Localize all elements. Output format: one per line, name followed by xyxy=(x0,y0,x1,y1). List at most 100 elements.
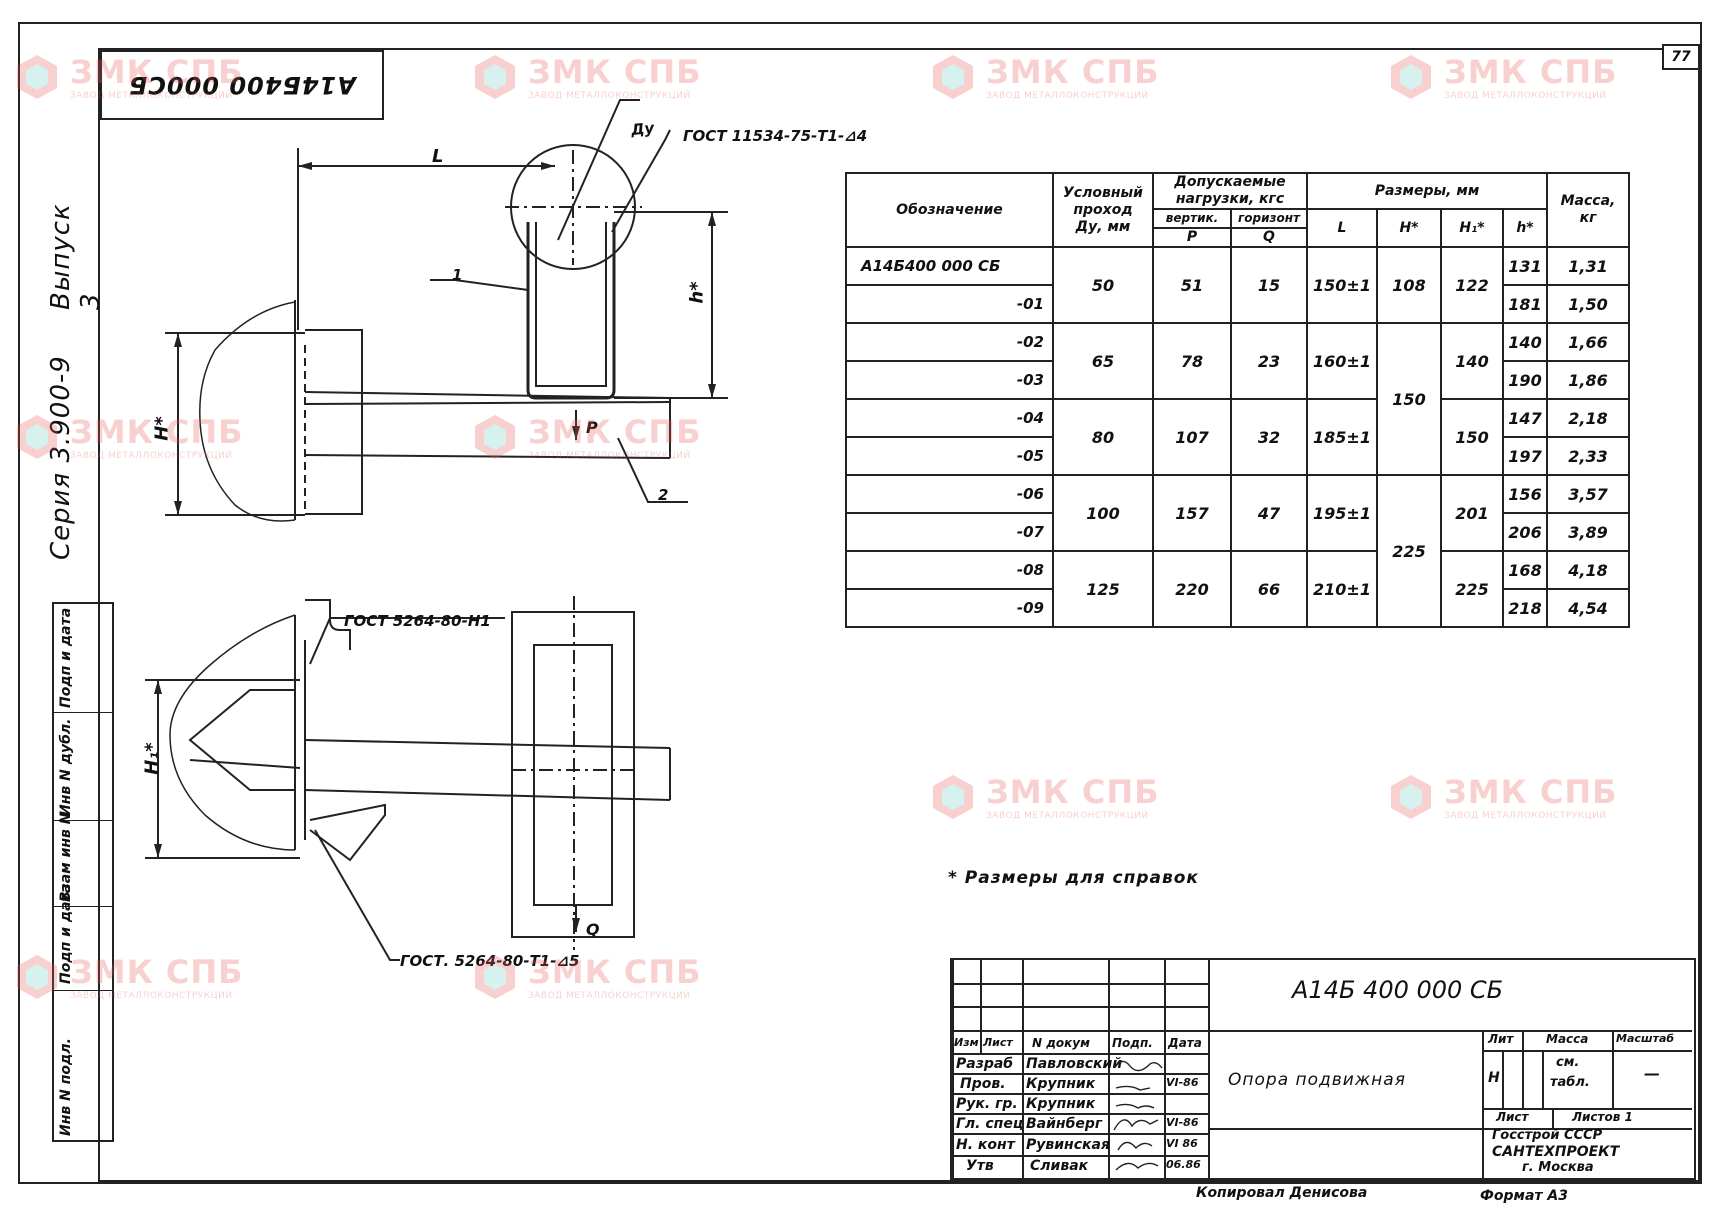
tb-name: Крупник xyxy=(1026,1076,1096,1092)
cell-du: 65 xyxy=(1052,322,1154,400)
tb-name: Крупник xyxy=(1026,1096,1096,1112)
cell-mass: 1,66 xyxy=(1546,322,1630,362)
callout-du: Ду xyxy=(630,118,656,140)
table-row-designation: -02 xyxy=(845,322,1054,362)
cell-mass: 3,57 xyxy=(1546,474,1630,514)
cell-q: 66 xyxy=(1230,550,1308,628)
tb-role: Разраб xyxy=(956,1056,1014,1072)
tb-sheet: Лист xyxy=(1496,1110,1529,1124)
cell-p: 220 xyxy=(1152,550,1232,628)
callout-gost-top: ГОСТ 11534-75-Т1-⊿4 xyxy=(683,127,868,145)
th-designation: Обозначение xyxy=(845,172,1054,248)
cell-h: 197 xyxy=(1502,436,1548,476)
tb-name: Сливак xyxy=(1030,1158,1089,1174)
cell-du: 125 xyxy=(1052,550,1154,628)
cell-mass: 2,18 xyxy=(1546,398,1630,438)
tb-lit: Лит xyxy=(1488,1032,1514,1046)
callout-Q: Q xyxy=(586,920,600,939)
cell-h: 140 xyxy=(1502,322,1548,362)
format: Формат А3 xyxy=(1480,1188,1568,1204)
callout-h: h* xyxy=(686,281,708,304)
tb-sheets: Листов 1 xyxy=(1572,1110,1633,1124)
cell-L: 150±1 xyxy=(1306,246,1378,324)
cell-mass: 4,18 xyxy=(1546,550,1630,590)
cell-h: 168 xyxy=(1502,550,1548,590)
th-L: L xyxy=(1306,208,1378,248)
tb-name: Вайнберг xyxy=(1026,1116,1103,1132)
cell-L: 195±1 xyxy=(1306,474,1378,552)
cell-du: 100 xyxy=(1052,474,1154,552)
callout-pos1: 1 xyxy=(452,266,463,284)
cell-H1: 140 xyxy=(1440,322,1504,400)
tb-role: Гл. спец xyxy=(956,1116,1024,1132)
tb-role: Рук. гр. xyxy=(956,1096,1018,1112)
tb-head-date: Дата xyxy=(1168,1036,1202,1050)
tb-code: А14Б 400 000 СБ xyxy=(1292,976,1504,1004)
tb-date: 06.86 xyxy=(1166,1158,1201,1171)
cell-mass: 1,50 xyxy=(1546,284,1630,324)
th-dims: Размеры, мм xyxy=(1306,172,1548,210)
cell-h: 181 xyxy=(1502,284,1548,324)
cell-p: 107 xyxy=(1152,398,1232,476)
th-mass: Масса,кг xyxy=(1546,172,1630,248)
table-row-designation: -08 xyxy=(845,550,1054,590)
tb-mass-label: Масса xyxy=(1546,1032,1589,1046)
cell-H1: 150 xyxy=(1440,398,1504,476)
tb-role: Утв xyxy=(966,1158,994,1174)
cell-H1: 122 xyxy=(1440,246,1504,324)
tb-date: VI-86 xyxy=(1166,1116,1199,1129)
callout-L: L xyxy=(432,146,444,167)
tb-head-doc: N докум xyxy=(1032,1036,1090,1050)
cell-mass: 2,33 xyxy=(1546,436,1630,476)
left-approval-strip: Инв N подл. Подп и дата Взам инв N Инв N… xyxy=(52,602,114,1142)
tb-lit-value: Н xyxy=(1488,1070,1500,1086)
reference-note: * Размеры для справок xyxy=(948,868,1199,888)
signatures xyxy=(1113,1060,1163,1171)
cell-du: 80 xyxy=(1052,398,1154,476)
callout-H1: H₁* xyxy=(141,742,163,775)
cell-q: 32 xyxy=(1230,398,1308,476)
cell-H1: 201 xyxy=(1440,474,1504,552)
outer-frame xyxy=(18,22,1702,1184)
tb-mass-val2: табл. xyxy=(1550,1075,1590,1090)
cell-q: 15 xyxy=(1230,246,1308,324)
table-row-designation: А14Б400 000 СБ xyxy=(845,246,1054,286)
table-row-designation: -05 xyxy=(845,436,1054,476)
tb-name: Павловский xyxy=(1026,1056,1123,1072)
table-row-designation: -01 xyxy=(845,284,1054,324)
cell-q: 23 xyxy=(1230,322,1308,400)
th-h: h* xyxy=(1502,208,1548,248)
cell-H1: 225 xyxy=(1440,550,1504,628)
th-H: H* xyxy=(1376,208,1442,248)
cell-h: 190 xyxy=(1502,360,1548,400)
table-row-designation: -07 xyxy=(845,512,1054,552)
cell-q: 47 xyxy=(1230,474,1308,552)
table-row-designation: -06 xyxy=(845,474,1054,514)
cell-h: 206 xyxy=(1502,512,1548,552)
tb-org1: Госстрой СССР xyxy=(1492,1128,1603,1143)
tb-scale-label: Масштаб xyxy=(1616,1032,1675,1045)
drawing-code-stamp: А14Б400 000СБ xyxy=(100,50,384,120)
cell-h: 147 xyxy=(1502,398,1548,438)
cell-H: 108 xyxy=(1376,246,1442,324)
copied-by: Копировал Денисова xyxy=(1196,1185,1368,1201)
tb-head-list: Лист xyxy=(983,1036,1013,1049)
cell-p: 51 xyxy=(1152,246,1232,324)
tb-date: VI 86 xyxy=(1166,1137,1198,1150)
tb-org3: г. Москва xyxy=(1522,1160,1594,1175)
cell-h: 131 xyxy=(1502,246,1548,286)
table-row-designation: -09 xyxy=(845,588,1054,628)
table-row-designation: -04 xyxy=(845,398,1054,438)
callout-H: H* xyxy=(151,416,173,441)
callout-P: P xyxy=(586,418,598,437)
tb-role: Н. конт xyxy=(956,1137,1015,1153)
table-row-designation: -03 xyxy=(845,360,1054,400)
cell-du: 50 xyxy=(1052,246,1154,324)
tb-name: Рувинская xyxy=(1026,1137,1110,1153)
tb-role: Пров. xyxy=(960,1076,1006,1092)
